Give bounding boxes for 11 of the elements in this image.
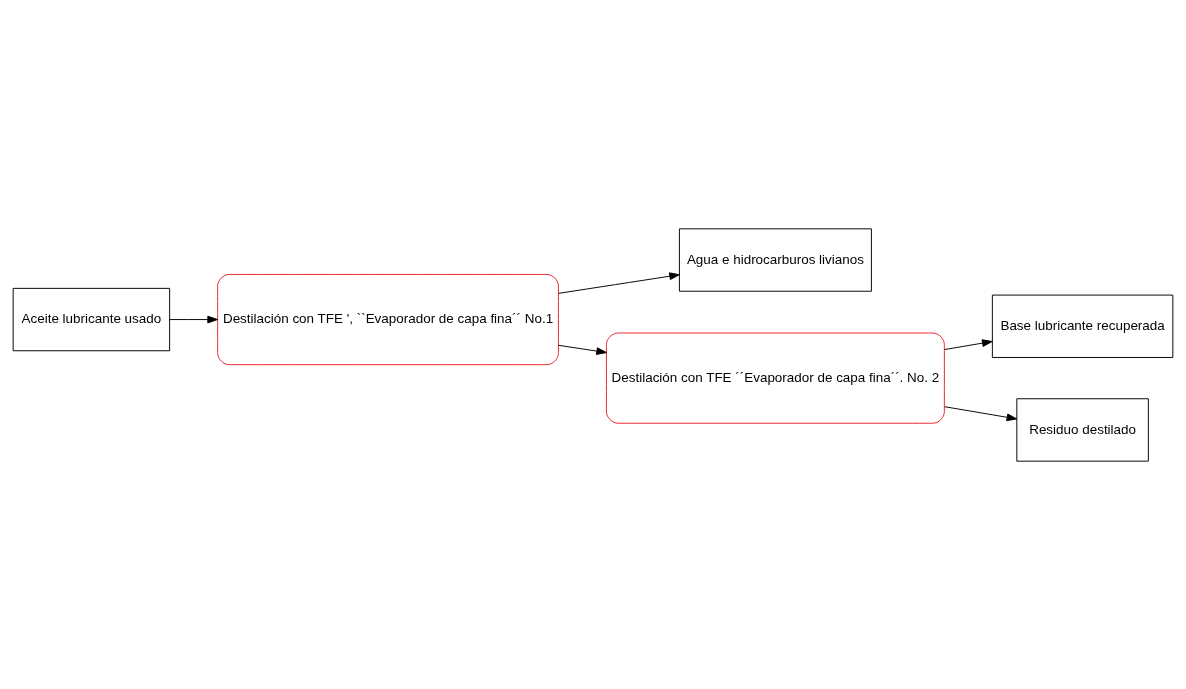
node-box: Destilación con TFE ', ``Evaporador de capa fina´´ No.1 (217, 273, 559, 365)
arrow (944, 405, 1018, 421)
node-box: Destilación con TFE ´´Evaporador de capa fina´´. No. 2 (605, 332, 945, 424)
node-box: Agua e hidrocarburos livianos (678, 227, 872, 292)
node-box: Aceite lubricante usado (12, 287, 171, 351)
node-box: Base lubricante recuperada (991, 294, 1174, 358)
arrow (558, 344, 607, 355)
arrow (169, 315, 218, 323)
arrow (558, 271, 680, 294)
node-box: Residuo destilado (1016, 397, 1149, 462)
arrow (944, 338, 993, 350)
